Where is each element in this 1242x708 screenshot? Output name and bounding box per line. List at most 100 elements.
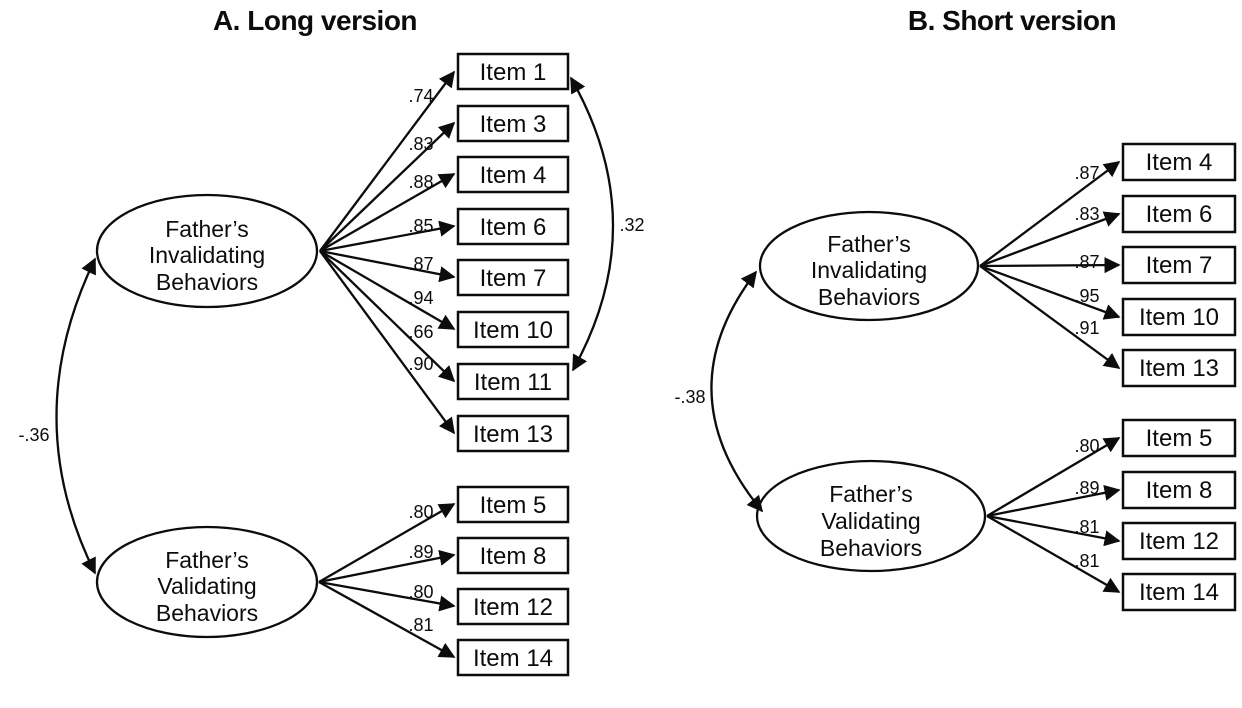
factor-name-line: Behaviors bbox=[156, 269, 258, 295]
item-node: Item 11 bbox=[456, 362, 570, 401]
item-label: Item 1 bbox=[480, 59, 547, 86]
factor-correlation-value: -.38 bbox=[674, 387, 705, 407]
loading-value-item13: .90 bbox=[408, 354, 433, 374]
item-node: Item 8 bbox=[1121, 470, 1237, 510]
item-label: Item 4 bbox=[1146, 149, 1213, 176]
loading-arrow bbox=[986, 514, 1121, 547]
factor-ellipse bbox=[755, 459, 987, 573]
item-box bbox=[456, 485, 570, 524]
loading-value-item4: .88 bbox=[408, 172, 433, 192]
factor-name-line: Father’s bbox=[165, 216, 249, 242]
loading-arrow bbox=[318, 580, 456, 612]
loading-arrow bbox=[319, 121, 456, 252]
item-label: Item 8 bbox=[1146, 477, 1213, 504]
loading-arrow bbox=[318, 580, 456, 659]
loading-value-item10: .95 bbox=[1074, 286, 1099, 306]
loading-value-item10: .94 bbox=[408, 288, 433, 308]
loading-arrow bbox=[319, 250, 456, 330]
loading-arrow bbox=[319, 250, 455, 435]
loading-value-item8: .89 bbox=[1074, 478, 1099, 498]
item-box bbox=[456, 52, 570, 91]
item-label: Item 7 bbox=[480, 265, 547, 292]
loading-arrows-validating-short: .80 .89 .81 .81 bbox=[986, 436, 1121, 593]
item-box bbox=[1121, 521, 1237, 561]
item-node: Item 3 bbox=[456, 104, 570, 143]
loading-arrow bbox=[979, 161, 1121, 267]
item-label: Item 5 bbox=[1146, 425, 1213, 452]
factor-name-line: Validating bbox=[821, 508, 920, 534]
item-node: Item 5 bbox=[1121, 418, 1237, 458]
loading-value-item5: .80 bbox=[1074, 436, 1099, 456]
item-node: Item 14 bbox=[456, 638, 570, 677]
loading-value-item7: .87 bbox=[1074, 252, 1099, 272]
latent-factor-invalidating-long: Father’s Invalidating Behaviors bbox=[95, 193, 319, 309]
loading-arrow bbox=[319, 249, 456, 283]
loading-arrows-invalidating-short: .87 .83 .87 .95 .91 bbox=[979, 161, 1121, 369]
item-box bbox=[456, 587, 570, 626]
item-label: Item 12 bbox=[473, 594, 553, 621]
item-label: Item 7 bbox=[1146, 252, 1213, 279]
item-node: Item 12 bbox=[456, 587, 570, 626]
loading-arrows-invalidating-long: .74 .83 .88 .85 .87 .94 .66 .90 bbox=[319, 70, 456, 435]
item-box bbox=[1121, 142, 1237, 182]
loading-arrow bbox=[319, 250, 456, 383]
loading-arrow bbox=[979, 257, 1121, 274]
item-node: Item 6 bbox=[1121, 194, 1237, 234]
item-box bbox=[456, 414, 570, 453]
loading-value-item6: .85 bbox=[408, 216, 433, 236]
item-label: Item 5 bbox=[480, 492, 547, 519]
loading-value-item12: .81 bbox=[1074, 517, 1099, 537]
item-node: Item 4 bbox=[456, 155, 570, 194]
item-label: Item 12 bbox=[1139, 528, 1219, 555]
item-box bbox=[1121, 297, 1237, 337]
item-box bbox=[1121, 348, 1237, 388]
factor-correlation-arrow bbox=[710, 270, 764, 513]
item-node: Item 8 bbox=[456, 536, 570, 575]
loading-value-item7: .87 bbox=[408, 254, 433, 274]
loading-arrow bbox=[319, 220, 456, 253]
item-boxes-validating-long: Item 5 Item 8 Item 12 Item 14 bbox=[456, 485, 570, 677]
item-node: Item 13 bbox=[1121, 348, 1237, 388]
factor-correlation-short: -.38 bbox=[674, 270, 764, 513]
loading-value-item6: .83 bbox=[1074, 204, 1099, 224]
item-box bbox=[456, 638, 570, 677]
item-node: Item 10 bbox=[456, 310, 570, 349]
loading-value-item1: .74 bbox=[408, 86, 433, 106]
factor-ellipse bbox=[95, 193, 319, 309]
factor-correlation-value: -.36 bbox=[18, 425, 49, 445]
panel-long-version: A. Long version Father’s Invalidating Be… bbox=[18, 5, 645, 677]
item-box bbox=[456, 155, 570, 194]
factor-name-line: Behaviors bbox=[818, 284, 920, 310]
loading-value-item8: .89 bbox=[408, 542, 433, 562]
loading-value-item13: .91 bbox=[1074, 318, 1099, 338]
item-label: Item 13 bbox=[473, 421, 553, 448]
panel-a-title: A. Long version bbox=[213, 5, 417, 36]
loading-value-item11: .66 bbox=[408, 322, 433, 342]
item-label: Item 4 bbox=[480, 162, 547, 189]
residual-covariance-value: .32 bbox=[619, 215, 644, 235]
residual-covariance-item1-item11: .32 bbox=[570, 76, 645, 372]
item-box bbox=[456, 104, 570, 143]
panel-b-title: B. Short version bbox=[908, 5, 1116, 36]
loading-arrow bbox=[319, 173, 456, 252]
item-label: Item 14 bbox=[473, 645, 553, 672]
panel-short-version: B. Short version Father’s Invalidating B… bbox=[674, 5, 1237, 612]
item-node: Item 7 bbox=[456, 258, 570, 297]
item-node: Item 13 bbox=[456, 414, 570, 453]
factor-name-line: Behaviors bbox=[820, 535, 922, 561]
loading-arrow bbox=[979, 211, 1121, 268]
item-box bbox=[1121, 418, 1237, 458]
latent-factor-validating-short: Father’s Validating Behaviors bbox=[755, 459, 987, 573]
item-label: Item 8 bbox=[480, 543, 547, 570]
factor-name-line: Invalidating bbox=[149, 242, 265, 268]
item-box bbox=[456, 258, 570, 297]
item-node: Item 14 bbox=[1121, 572, 1237, 612]
item-box bbox=[456, 310, 570, 349]
item-boxes-invalidating-long: Item 1 Item 3 Item 4 Item 6 Item 7 Item … bbox=[456, 52, 570, 453]
loading-arrow bbox=[986, 437, 1121, 517]
item-label: Item 14 bbox=[1139, 579, 1219, 606]
item-box bbox=[1121, 194, 1237, 234]
item-label: Item 13 bbox=[1139, 355, 1219, 382]
loading-value-item3: .83 bbox=[408, 134, 433, 154]
